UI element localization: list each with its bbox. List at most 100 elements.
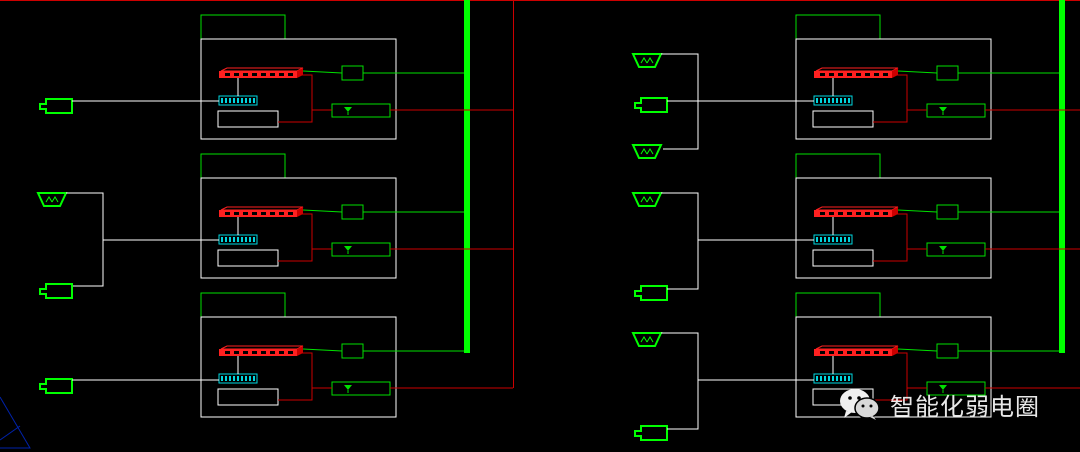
patch-panel-port	[241, 98, 243, 103]
camera-cable	[661, 192, 699, 290]
switch-port	[883, 73, 888, 76]
switch-port	[856, 212, 861, 215]
patch-panel-port	[241, 237, 243, 242]
switch-top	[220, 67, 304, 72]
patch-panel-port	[245, 376, 247, 381]
patch-panel-port	[840, 237, 842, 242]
switch-side	[892, 346, 898, 356]
patch-panel-port	[828, 237, 830, 242]
patch-panel-port	[229, 376, 231, 381]
camera-cable	[661, 332, 699, 430]
camera-right-2	[634, 97, 668, 113]
patch-panel-icon	[813, 373, 853, 384]
patch-panel-port	[840, 376, 842, 381]
camera-right-3	[631, 144, 663, 159]
dome-camera-lens	[45, 196, 59, 203]
camera-right-1	[631, 53, 663, 68]
terminal-box	[331, 242, 391, 257]
switch-port	[234, 212, 239, 215]
camera-left-4	[39, 378, 73, 394]
patch-panel-port	[832, 376, 834, 381]
switch-port	[243, 351, 248, 354]
switch-top	[815, 345, 899, 350]
dome-camera-body	[36, 192, 68, 207]
switch-port	[261, 212, 266, 215]
optical-module-icon	[341, 65, 364, 81]
wechat-icon	[840, 389, 880, 420]
camera-right-5	[634, 285, 668, 301]
dome-camera-body	[631, 192, 663, 207]
patch-panel-port	[237, 237, 239, 242]
terminal-box	[331, 103, 391, 118]
patch-panel-port	[816, 98, 818, 103]
network-cabinet-icon-tab	[795, 153, 881, 179]
construction-hatch	[0, 425, 21, 441]
camera-right-6	[631, 332, 663, 347]
network-switch-icon	[219, 67, 304, 78]
network-switch-icon	[219, 206, 304, 217]
cabinet-right-1	[795, 14, 1080, 140]
watermark: 智能化弱电圈	[838, 386, 1040, 422]
cabinet-left-1	[200, 14, 513, 140]
optical-module-icon	[341, 204, 364, 220]
dome-camera-body	[631, 144, 663, 159]
switch-port	[847, 351, 852, 354]
switch-port	[874, 212, 879, 215]
terminal-marker	[344, 385, 352, 390]
switch-port	[856, 351, 861, 354]
switch-port	[883, 212, 888, 215]
switch-port	[261, 73, 266, 76]
patch-panel-port	[824, 376, 826, 381]
terminal-box	[331, 381, 391, 396]
switch-port	[234, 351, 239, 354]
box-camera-body	[39, 378, 73, 394]
switch-port	[252, 73, 257, 76]
terminal-box	[926, 242, 986, 257]
switch-top	[815, 206, 899, 211]
network-cabinet-icon-tab	[200, 292, 286, 318]
patch-panel-port	[848, 98, 850, 103]
power-wire-switch	[873, 352, 908, 401]
switch-port	[243, 73, 248, 76]
cabinet-left-2	[200, 153, 513, 279]
switch-port	[829, 212, 834, 215]
optical-module-icon	[936, 204, 959, 220]
patch-panel-icon	[813, 95, 853, 106]
patch-panel-port	[245, 237, 247, 242]
switch-port	[261, 351, 266, 354]
network-switch-icon	[219, 345, 304, 356]
switch-body	[814, 71, 892, 78]
switch-port	[279, 212, 284, 215]
watermark-text: 智能化弱电圈	[890, 392, 1040, 421]
switch-port	[252, 351, 257, 354]
switch-port	[847, 73, 852, 76]
optical-module-icon	[936, 65, 959, 81]
power-supply-icon	[217, 388, 279, 406]
patch-panel-icon	[218, 373, 258, 384]
switch-port	[865, 73, 870, 76]
network-cabinet-icon-tab	[795, 292, 881, 318]
switch-top	[220, 345, 304, 350]
patch-panel-port	[820, 98, 822, 103]
patch-panel-port	[253, 98, 255, 103]
dome-camera-lens	[640, 148, 654, 155]
cabinet-right-2	[795, 153, 1080, 279]
switch-port	[225, 351, 230, 354]
dome-camera-body	[631, 53, 663, 68]
power-wire-switch	[278, 213, 313, 262]
switch-port	[252, 212, 257, 215]
patch-panel-port	[249, 98, 251, 103]
switch-port	[847, 212, 852, 215]
patch-panel-port	[828, 98, 830, 103]
network-switch-icon	[814, 67, 899, 78]
patch-panel-port	[832, 98, 834, 103]
power-supply-icon	[812, 110, 874, 128]
construction-triangle	[0, 396, 31, 449]
switch-port	[288, 351, 293, 354]
switch-port	[279, 351, 284, 354]
switch-top	[815, 67, 899, 72]
switch-port	[865, 351, 870, 354]
switch-to-module-link	[302, 70, 343, 74]
box-camera-body	[634, 285, 668, 301]
